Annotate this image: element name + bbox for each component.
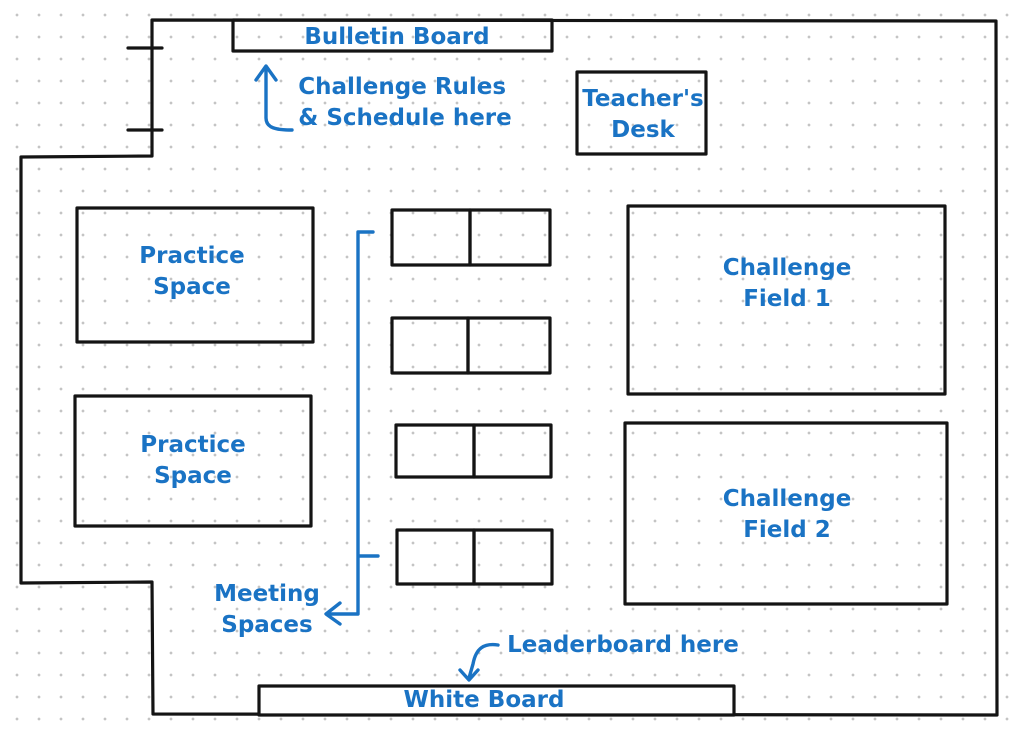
white-board (257, 684, 736, 717)
meeting-desk (466, 316, 552, 375)
challenge-rules-line-2: & Schedule here (298, 105, 512, 131)
leaderboard-text: Leaderboard here (507, 632, 739, 658)
teachers-desk-line-2: Desk (611, 117, 675, 143)
challenge-field-1-line-2: Field 1 (743, 286, 831, 312)
meeting-desk (472, 423, 553, 479)
white-board-text: White Board (403, 687, 565, 713)
challenge-field-2-line-1: Challenge (722, 486, 852, 512)
practice-space-2-label: Practice Space (140, 430, 245, 492)
arrow-to-bulletin-board (254, 64, 294, 132)
teachers-desk (575, 70, 708, 156)
meeting-desk (472, 528, 554, 586)
practice-space-1-line-1: Practice (139, 243, 245, 269)
practice-space-2-line-1: Practice (140, 432, 246, 458)
white-board-label: White Board (404, 685, 565, 716)
meeting-desk (394, 423, 476, 479)
meeting-spaces-line-1: Meeting (214, 581, 320, 607)
bulletin-board-text: Bulletin Board (304, 24, 490, 50)
challenge-rules-label: Challenge Rules & Schedule here (298, 72, 511, 134)
leaderboard-label: Leaderboard here (507, 630, 739, 661)
meeting-desk (395, 528, 476, 586)
challenge-rules-line-1: Challenge Rules (298, 74, 507, 100)
practice-space-1-line-2: Space (153, 274, 231, 300)
practice-space-2-line-2: Space (154, 463, 232, 489)
practice-space-2 (73, 394, 313, 528)
challenge-field-2-line-2: Field 2 (743, 517, 831, 543)
challenge-field-1-line-1: Challenge (722, 255, 852, 281)
meeting-desks (390, 208, 554, 586)
challenge-field-1 (626, 204, 947, 396)
meeting-desk (390, 316, 470, 375)
room-outline (19, 18, 999, 717)
challenge-field-1-label: Challenge Field 1 (723, 253, 852, 315)
teachers-desk-label: Teacher's Desk (582, 84, 703, 146)
bracket-meeting-spaces (324, 230, 380, 626)
teachers-desk-line-1: Teacher's (582, 86, 704, 112)
meeting-spaces-line-2: Spaces (221, 612, 313, 638)
challenge-field-2 (623, 421, 949, 606)
meeting-desk (468, 208, 552, 267)
bulletin-board (231, 18, 554, 53)
practice-space-1 (75, 206, 315, 344)
practice-space-1-label: Practice Space (139, 241, 244, 303)
meeting-spaces-label: Meeting Spaces (214, 579, 320, 641)
challenge-field-2-label: Challenge Field 2 (723, 484, 852, 546)
bulletin-board-label: Bulletin Board (304, 22, 489, 53)
arrow-to-white-board (458, 642, 500, 682)
meeting-desk (390, 208, 472, 267)
